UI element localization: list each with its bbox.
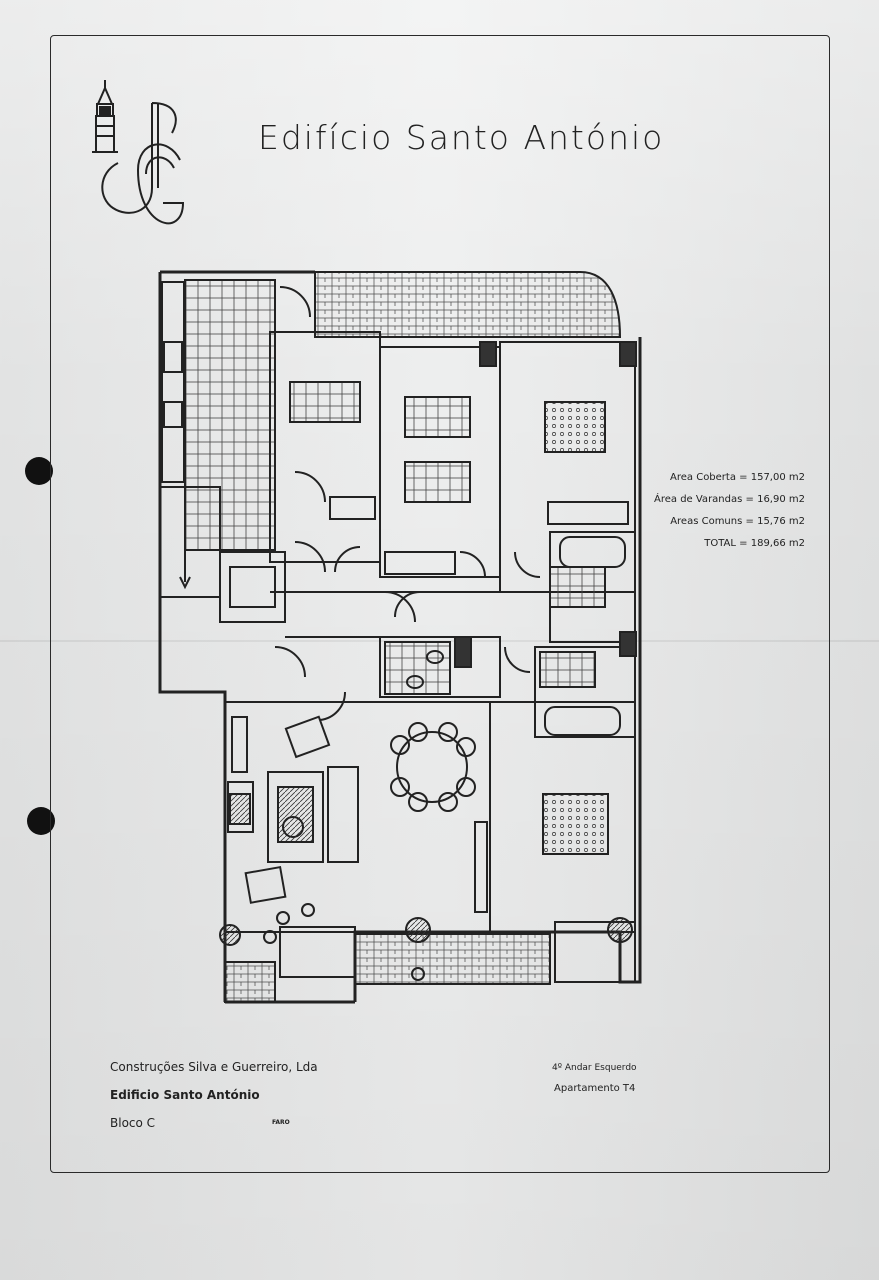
area-label: TOTAL [704, 537, 736, 549]
footer-apartment: Apartamento T4 [554, 1083, 636, 1094]
area-value: 157,00 m2 [750, 471, 805, 483]
area-row-comuns: Areas Comuns = 15,76 m2 [670, 515, 805, 527]
area-label: Areas Comuns [670, 515, 743, 527]
punch-hole-top [25, 457, 53, 485]
footer-block: Bloco C [110, 1116, 156, 1130]
footer-company: Construções Silva e Guerreiro, Lda [110, 1060, 318, 1074]
footer-city: FARO [272, 1119, 290, 1126]
area-row-coberta: Area Coberta = 157,00 m2 [670, 471, 805, 483]
area-summary: Area Coberta = 157,00 m2 Área de Varanda… [620, 466, 805, 554]
area-row-total: TOTAL = 189,66 m2 [704, 537, 805, 549]
document-title: Edifício Santo António [258, 118, 665, 157]
area-value: 15,76 m2 [757, 515, 805, 527]
area-value: 189,66 m2 [750, 537, 805, 549]
footer-building: Edificio Santo António [110, 1088, 260, 1102]
area-value: 16,90 m2 [757, 493, 805, 505]
area-label: Area Coberta [670, 471, 736, 483]
floor-plan [158, 270, 642, 1004]
logo-tower-jg [92, 80, 185, 225]
footer-floor: 4º Andar Esquerdo [552, 1063, 637, 1073]
area-label: Área de Varandas [654, 493, 743, 505]
area-row-varandas: Área de Varandas = 16,90 m2 [654, 493, 805, 505]
document-frame [50, 35, 830, 1173]
